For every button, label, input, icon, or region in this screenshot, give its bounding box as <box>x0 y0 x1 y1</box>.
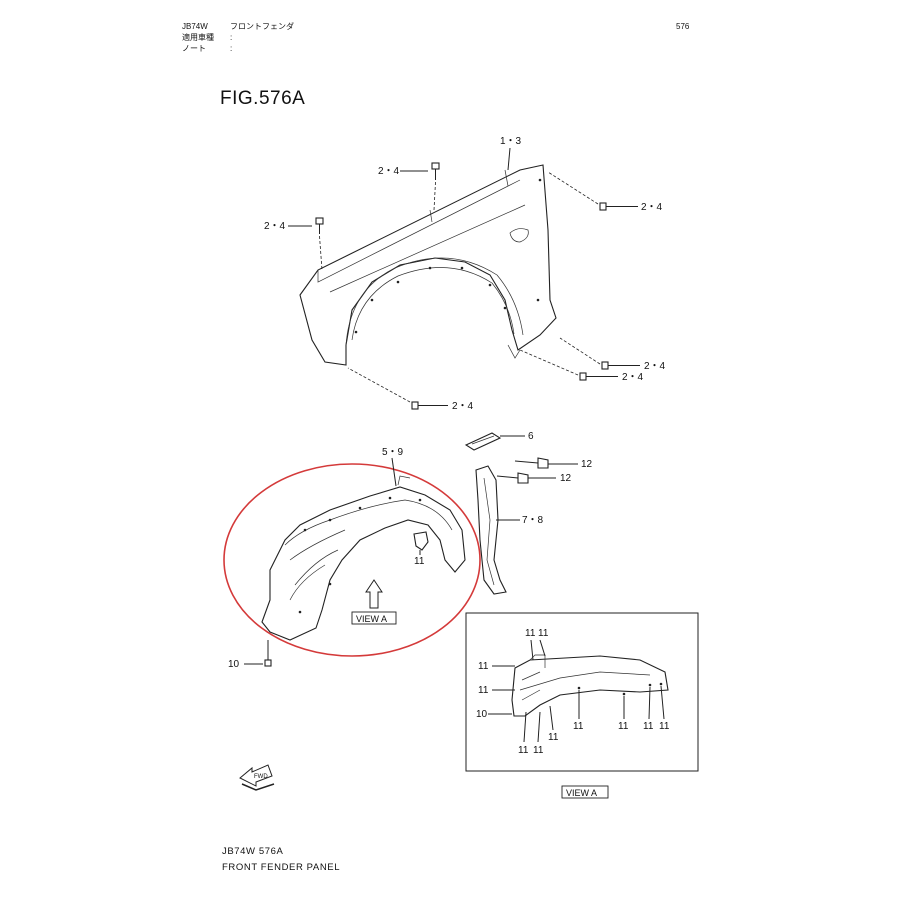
clip-icon <box>413 531 429 551</box>
header-applicable-value: : <box>230 33 233 42</box>
header-page-number: 576 <box>676 22 690 31</box>
leader-fender <box>507 147 511 171</box>
view-arrow-icon <box>365 579 383 609</box>
screw-icon <box>514 457 549 469</box>
callout-bolt-bottom: 2・4 <box>452 401 474 412</box>
view-a-label: 10 <box>476 709 488 720</box>
header-note-value: : <box>230 44 233 53</box>
view-a-title-box <box>561 785 609 799</box>
header-applicable-label: 適用車種 <box>182 33 214 42</box>
view-a-label: 11 <box>573 721 584 732</box>
callout-bracket: 6 <box>528 431 534 442</box>
leader-liner <box>391 457 397 487</box>
fwd-label: FWD <box>254 774 268 780</box>
screw-icon <box>264 640 272 667</box>
bolt-icon <box>431 162 440 180</box>
callout-screw-10: 10 <box>228 659 240 670</box>
callout-bolt-right: 2・4 <box>641 202 663 213</box>
view-a-label: 11 <box>478 661 489 672</box>
view-a-label: 11 <box>533 745 544 756</box>
view-a-leaders <box>488 639 665 743</box>
callout-fender: 1・3 <box>500 136 522 147</box>
view-a-label: 11 <box>525 628 536 639</box>
view-a-label: 11 <box>518 745 529 756</box>
callout-bolt-top: 2・4 <box>378 166 400 177</box>
footer-description: FRONT FENDER PANEL <box>222 862 341 873</box>
fender-extension <box>475 465 507 595</box>
header-part-name: フロントフェンダ <box>230 22 294 31</box>
bolt-icon <box>599 202 612 211</box>
callout-liner: 5・9 <box>382 447 404 458</box>
view-a-label: 11 <box>538 628 549 639</box>
callout-bolt-lower-right-b: 2・4 <box>622 372 644 383</box>
bracket-6 <box>464 432 502 451</box>
callout-bolt-left: 2・4 <box>264 221 286 232</box>
view-a-label: 11 <box>618 721 629 732</box>
bolt-icon <box>579 372 592 381</box>
callout-clip: 11 <box>414 556 425 567</box>
figure-title: FIG.576A <box>220 88 306 109</box>
view-a-liner <box>511 654 669 717</box>
highlight-circle <box>223 463 481 657</box>
view-a-label: 11 <box>659 721 670 732</box>
view-a-label: 11 <box>478 685 489 696</box>
view-a-labels: 11 11 11 10 11 11 11 11 11 11 11 11 <box>476 628 670 756</box>
fender-liner <box>261 475 466 641</box>
view-a-label: 11 <box>643 721 654 732</box>
front-fender-panel <box>299 164 557 366</box>
header-note-label: ノート <box>182 44 206 53</box>
callout-extension: 7・8 <box>522 515 544 526</box>
view-a-title: VIEW A <box>566 788 597 798</box>
view-a-tag <box>351 611 397 625</box>
bolt-icon <box>315 217 324 234</box>
fwd-arrow-icon: FWD <box>239 764 275 791</box>
header-model: JB74W <box>182 22 208 31</box>
callout-screw-12a: 12 <box>581 459 593 470</box>
bolt-icon <box>601 361 614 370</box>
footer-code: JB74W 576A <box>222 846 284 857</box>
callout-screw-12b: 12 <box>560 473 572 484</box>
bolt-icon <box>411 401 424 410</box>
callout-bolt-lower-right-a: 2・4 <box>644 361 666 372</box>
screw-icon <box>496 472 529 484</box>
view-a-label: 11 <box>548 732 559 743</box>
view-a-tag-label: VIEW A <box>356 614 387 624</box>
